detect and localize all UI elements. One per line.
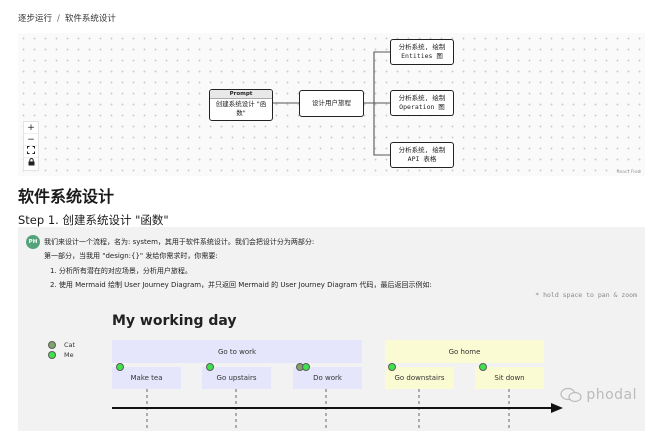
step-title: Step 1. 创建系统设计 "函数"	[18, 213, 169, 227]
api-node[interactable]: 分析系统, 绘制 API 表格	[390, 142, 454, 168]
actor-me-dot	[206, 363, 214, 371]
prompt-node[interactable]: Prompt 创建系统设计 "函 数"	[209, 89, 273, 121]
legend-cat: Cat	[48, 340, 75, 350]
task-do-work: Do work	[293, 367, 362, 389]
watermark: phodal	[560, 387, 637, 403]
section-go-to-work: Go to work	[112, 340, 362, 363]
actor-me-dot	[116, 363, 124, 371]
actor-me-dot	[479, 363, 487, 371]
prompt-node-line2: 数"	[236, 109, 246, 118]
task-sit-down: Sit down	[475, 367, 544, 389]
timeline-arrowhead	[551, 403, 563, 413]
flow-edges	[273, 51, 390, 156]
api-node-line2: API 表格	[407, 155, 437, 163]
chat-part1: 第一部分，当我用 "design:{}" 发给你需求时，你需要:	[44, 252, 218, 260]
watermark-text: phodal	[586, 387, 637, 403]
prompt-node-header: Prompt	[210, 90, 272, 99]
flow-attribution[interactable]: React Flow	[616, 170, 641, 175]
flow-controls: + −	[23, 121, 39, 171]
actor-me-dot	[388, 363, 396, 371]
task-go-upstairs: Go upstairs	[202, 367, 271, 389]
prompt-node-line1: 创建系统设计 "函	[215, 100, 267, 108]
operation-node-line1: 分析系统, 绘制	[398, 93, 446, 102]
journey-node[interactable]: 设计用户旅程	[299, 90, 364, 117]
avatar: PH	[26, 235, 40, 249]
prompt-node-label: 创建系统设计 "函 数"	[210, 99, 272, 120]
legend-me-label: Me	[64, 351, 74, 359]
chat-item1: 1. 分析所有潜在的对应场景，分析用户旅程。	[50, 267, 192, 275]
breadcrumb-parent[interactable]: 逐步运行	[18, 14, 53, 24]
task-go-downstairs: Go downstairs	[385, 367, 454, 389]
entities-node-line1: 分析系统, 绘制	[398, 42, 446, 51]
actor-me-dot	[302, 363, 310, 371]
journey-node-label: 设计用户旅程	[312, 98, 351, 107]
entities-node[interactable]: 分析系统, 绘制 Entities 图	[390, 39, 454, 65]
operation-node[interactable]: 分析系统, 绘制 Operation 图	[390, 90, 454, 116]
legend-cat-label: Cat	[64, 341, 76, 349]
legend-me-dot	[48, 351, 56, 359]
legend-cat-dot	[48, 341, 56, 349]
edge-journey-api	[364, 102, 390, 156]
breadcrumb-current: 软件系统设计	[64, 14, 116, 24]
lock-icon	[28, 158, 34, 166]
journey-legend: Cat Me	[48, 340, 75, 360]
journey-title: My working day	[112, 313, 237, 329]
pan-zoom-hint: * hold space to pan & zoom	[535, 291, 637, 299]
zoom-in-button[interactable]: +	[24, 122, 38, 134]
operation-node-line2: Operation 图	[399, 103, 445, 111]
lock-button[interactable]	[24, 158, 38, 170]
section-go-home: Go home	[385, 340, 544, 363]
fit-view-button[interactable]	[24, 146, 38, 158]
breadcrumb-separator: /	[57, 14, 60, 24]
legend-me: Me	[48, 350, 75, 360]
task-make-tea: Make tea	[112, 367, 181, 389]
edge-journey-entities	[364, 51, 390, 104]
wechat-icon	[560, 387, 582, 403]
journey-timeline	[112, 389, 563, 431]
chat-message: PH 我们来设计一个流程，名为: system，其用于软件系统设计。我们会把设计…	[18, 227, 645, 431]
entities-node-line2: Entities 图	[401, 52, 443, 60]
flow-canvas[interactable]: Prompt 创建系统设计 "函 数" 设计用户旅程 分析系统, 绘制 Enti…	[18, 33, 645, 176]
api-node-line1: 分析系统, 绘制	[398, 145, 446, 154]
breadcrumb: 逐步运行 / 软件系统设计	[18, 12, 116, 24]
chat-intro: 我们来设计一个流程，名为: system，其用于软件系统设计。我们会把设计分为两…	[44, 238, 315, 246]
fit-view-icon	[27, 146, 35, 154]
chat-item2: 2. 使用 Mermaid 绘制 User Journey Diagram，并只…	[50, 281, 432, 289]
zoom-out-button[interactable]: −	[24, 134, 38, 146]
page-title: 软件系统设计	[18, 187, 115, 206]
